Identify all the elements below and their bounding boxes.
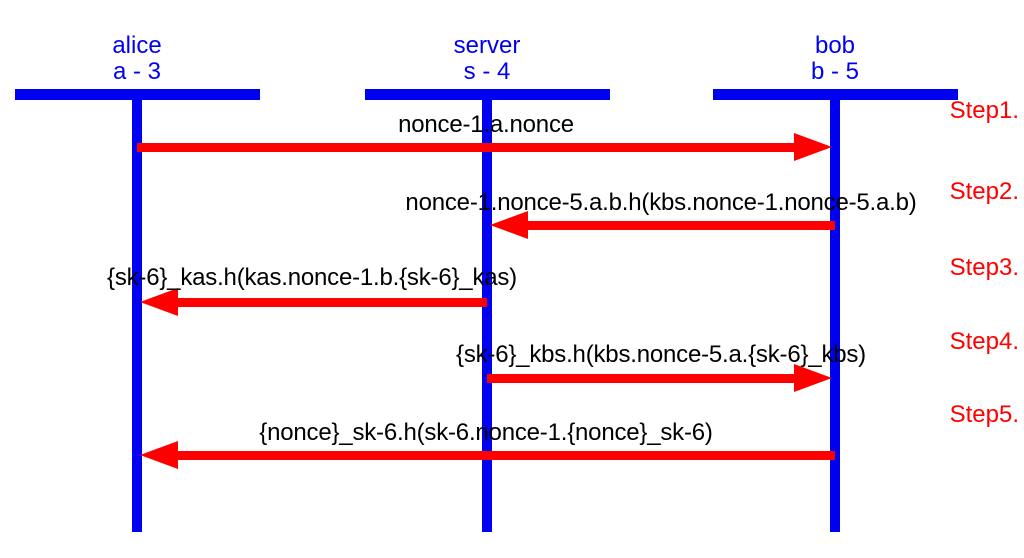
message-label-3: {sk-6}_kas.h(kas.nonce-1.b.{sk-6}_kas) — [107, 264, 517, 291]
step-label-4: Step4. — [949, 328, 1019, 355]
arrowhead-left-icon — [490, 211, 528, 239]
step-label-2: Step2. — [949, 178, 1019, 205]
actor-strand-bob: b - 5 — [810, 58, 860, 85]
arrowhead-left-icon — [140, 441, 178, 469]
lifeline-bob — [830, 89, 840, 532]
lifeline-alice — [132, 89, 142, 532]
lifeline-server — [482, 89, 492, 532]
actor-name-alice: alice — [112, 32, 162, 59]
message-arrow-line-1 — [137, 143, 798, 152]
actor-strand-alice: a - 3 — [112, 58, 162, 85]
step-label-5: Step5. — [949, 401, 1019, 428]
message-arrow-line-3 — [174, 298, 487, 307]
message-arrow-line-2 — [524, 221, 835, 230]
arrowhead-right-icon — [794, 133, 832, 161]
arrowhead-right-icon — [794, 364, 832, 392]
step-label-3: Step3. — [949, 254, 1019, 281]
message-arrow-line-4 — [487, 374, 798, 383]
message-label-1: nonce-1.a.nonce — [398, 111, 574, 138]
actor-name-server: server — [453, 32, 521, 59]
actor-strand-server: s - 4 — [463, 58, 511, 85]
message-arrow-line-5 — [174, 451, 835, 460]
step-label-1: Step1. — [949, 97, 1019, 124]
arrowhead-left-icon — [140, 288, 178, 316]
actor-name-bob: bob — [814, 32, 856, 59]
message-label-5: {nonce}_sk-6.h(sk-6.nonce-1.{nonce}_sk-6… — [259, 419, 713, 446]
message-label-2: nonce-1.nonce-5.a.b.h(kbs.nonce-1.nonce-… — [405, 189, 917, 216]
message-label-4: {sk-6}_kbs.h(kbs.nonce-5.a.{sk-6}_kbs) — [456, 341, 866, 368]
